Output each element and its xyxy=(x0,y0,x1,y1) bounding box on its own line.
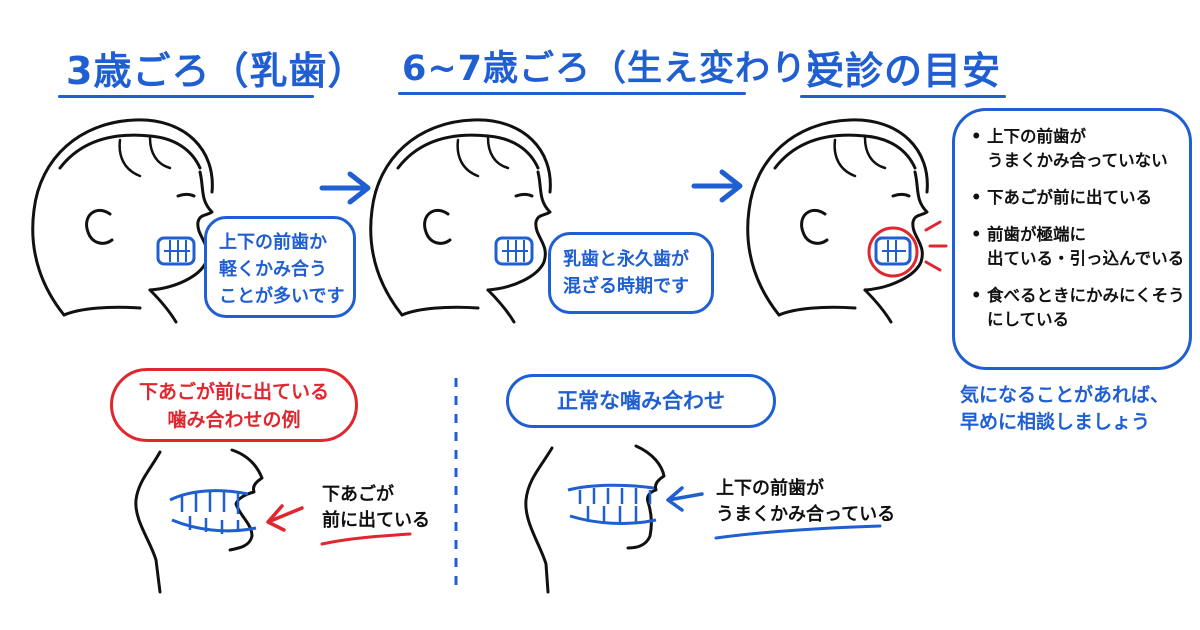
stage-2-underline xyxy=(398,92,746,95)
label-underline xyxy=(320,532,412,546)
list-item: 前歯が極端に 出ている・引っ込んでいる xyxy=(969,223,1184,271)
child-profile-icon xyxy=(369,118,552,324)
child-profile-icon xyxy=(31,118,214,324)
stage-3-underline xyxy=(800,95,1006,98)
bubble-line: 上下の前歯か xyxy=(219,232,327,253)
normal-bite-label: 上下の前歯が うまくかみ合っている xyxy=(716,478,896,525)
stage-3-heading: 受診の目安 xyxy=(806,49,1002,93)
arrow-right-icon xyxy=(691,169,743,203)
arrow-right-icon xyxy=(319,171,371,205)
stage-2-heading: 6~7歳ごろ（生え変わり） xyxy=(402,49,844,89)
advice-note: 気になることがあれば、 早めに相談しましょう xyxy=(960,384,1170,433)
stage-1-heading: 3歳ごろ（乳歯） xyxy=(66,49,367,93)
underbite-label: 下あごが 前に出ている xyxy=(322,484,430,531)
checklist-cloud: 上下の前歯が うまくかみ合っていない 下あごが前に出ている 前歯が極端に 出てい… xyxy=(952,108,1192,370)
bubble-line: ことが多いです xyxy=(219,286,345,307)
stage-2-bubble: 乳歯と永久歯が 混ざる時期です xyxy=(548,232,714,314)
jaw-profile-icon xyxy=(134,448,264,594)
list-item: 上下の前歯が うまくかみ合っていない xyxy=(969,125,1175,173)
highlight-circle xyxy=(867,220,948,278)
stage-1-underline xyxy=(58,95,314,98)
arrow-left-icon xyxy=(266,504,304,532)
bubble-line: 乳歯と永久歯が xyxy=(563,249,689,270)
bubble-line: 混ざる時期です xyxy=(563,276,689,297)
child-profile-icon xyxy=(746,118,929,324)
jaw-profile-icon xyxy=(524,444,666,594)
stage-1-bubble: 上下の前歯か 軽くかみ合う ことが多いです xyxy=(204,216,356,318)
arrow-left-icon xyxy=(666,486,704,512)
teeth-icon xyxy=(494,236,534,266)
label-underline xyxy=(714,524,882,540)
underbite-title-pill: 下あごが前に出ている 噛み合わせの例 xyxy=(110,368,358,442)
teeth-icon xyxy=(156,236,196,266)
list-item: 下あごが前に出ている xyxy=(969,186,1175,210)
normal-bite-title-pill: 正常な噛み合わせ xyxy=(506,374,776,428)
bubble-line: 軽くかみ合う xyxy=(219,259,327,280)
list-item: 食べるときにかみにくそう にしている xyxy=(969,284,1185,332)
